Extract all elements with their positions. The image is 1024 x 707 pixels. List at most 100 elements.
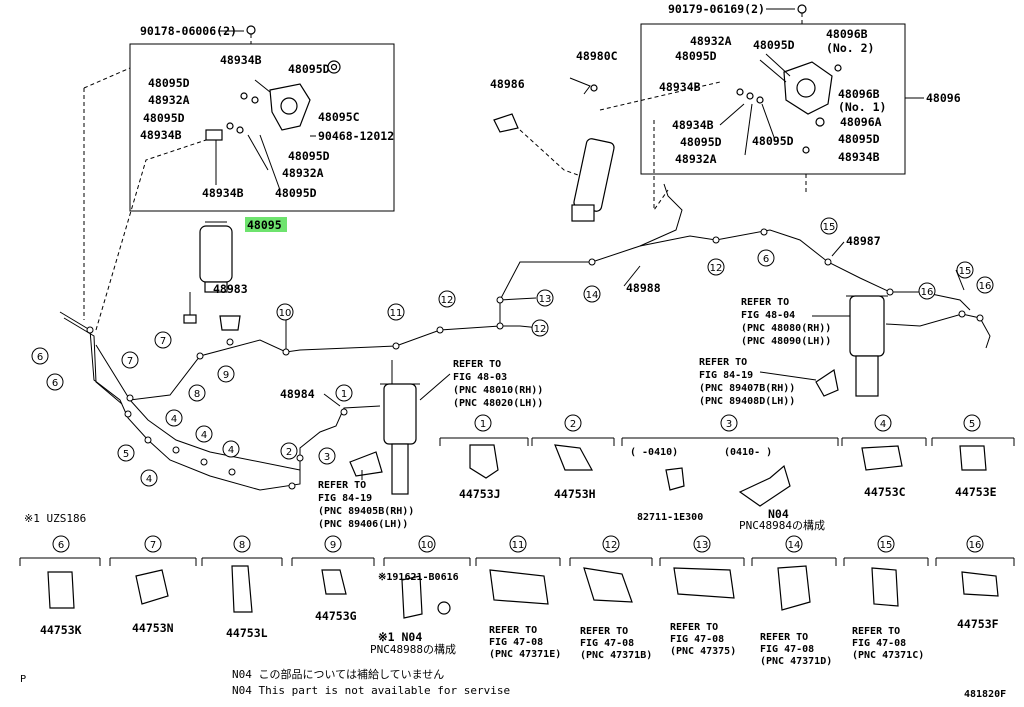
- label-48932a-r2: 48932A: [675, 152, 717, 166]
- label-48096a: 48096A: [840, 115, 882, 129]
- n04-note-48984: PNC48984の構成: [739, 519, 825, 532]
- label-48095-assembly[interactable]: 48095: [247, 218, 282, 232]
- svg-text:(PNC 89407B(RH)): (PNC 89407B(RH)): [699, 383, 795, 394]
- footer-note-ja: N04 この部品については補給していません: [232, 667, 444, 681]
- part-44753g[interactable]: 44753G: [315, 609, 357, 623]
- part-44753l[interactable]: 44753L: [226, 626, 268, 640]
- label-48934b-r2: 48934B: [672, 118, 714, 132]
- svg-text:(PNC 89405B(RH)): (PNC 89405B(RH)): [318, 506, 414, 517]
- part-44753h[interactable]: 44753H: [554, 487, 596, 501]
- svg-text:REFER TO: REFER TO: [741, 297, 789, 308]
- svg-text:6: 6: [37, 352, 43, 363]
- label-48934b-r3: 48934B: [838, 150, 880, 164]
- label-48096-assembly[interactable]: 48096: [926, 91, 961, 105]
- svg-text:3: 3: [726, 419, 732, 430]
- label-48983: 48983: [213, 282, 248, 296]
- svg-text:FIG 47-08: FIG 47-08: [760, 644, 814, 655]
- front-left-air-spring: [183, 221, 233, 324]
- label-48095d-r4: 48095D: [680, 135, 722, 149]
- svg-text:REFER TO: REFER TO: [760, 632, 808, 643]
- part-82711-1e300[interactable]: 82711-1E300: [637, 512, 703, 523]
- svg-text:15: 15: [880, 540, 893, 551]
- svg-text:(PNC 89406(LH)): (PNC 89406(LH)): [318, 519, 408, 530]
- label-48932a-2: 48932A: [282, 166, 324, 180]
- part-44753f[interactable]: 44753F: [957, 617, 999, 631]
- clip-dots: [86, 228, 984, 490]
- svg-text:15: 15: [959, 266, 972, 277]
- svg-text:(PNC 47371B): (PNC 47371B): [580, 650, 652, 661]
- part-44753k[interactable]: 44753K: [40, 623, 82, 637]
- figure-code: 481820F: [964, 689, 1006, 700]
- svg-text:13: 13: [539, 294, 552, 305]
- svg-text:REFER TO: REFER TO: [852, 626, 900, 637]
- label-90468-12012: 90468-12012: [318, 129, 394, 143]
- label-48095d-4: 48095D: [288, 149, 330, 163]
- svg-text:14: 14: [788, 540, 801, 551]
- part-44753j[interactable]: 44753J: [459, 487, 501, 501]
- rear-right-shock: [846, 295, 888, 397]
- svg-text:FIG 48-03: FIG 48-03: [453, 372, 507, 383]
- svg-text:9: 9: [330, 540, 336, 551]
- svg-text:(PNC 47371E): (PNC 47371E): [489, 649, 561, 660]
- label-48932a-r1: 48932A: [690, 34, 732, 48]
- refer-note-48-04: REFER TO FIG 48-04 (PNC 48080(RH)) (PNC …: [741, 297, 850, 347]
- refer-note-84-19-r: REFER TO FIG 84-19 (PNC 89407B(RH)) (PNC…: [699, 357, 817, 407]
- n04-note-48988: PNC48988の構成: [370, 643, 456, 656]
- label-48934b-2: 48934B: [140, 128, 182, 142]
- svg-text:13: 13: [696, 540, 709, 551]
- svg-text:16: 16: [921, 287, 934, 298]
- diagram-callouts: 6 6 7 7 8 9 10 11 12 12 13 14 12 6 15 16…: [31, 217, 994, 487]
- svg-text:5: 5: [969, 419, 975, 430]
- svg-text:3: 3: [324, 452, 330, 463]
- svg-text:REFER TO: REFER TO: [489, 625, 537, 636]
- svg-text:6: 6: [52, 378, 58, 389]
- assembly-highlight: [245, 217, 287, 232]
- svg-text:(PNC 48020(LH)): (PNC 48020(LH)): [453, 398, 543, 409]
- label-48095d-2: 48095D: [143, 111, 185, 125]
- label-90179-06169: 90179-06169(2): [668, 2, 765, 16]
- svg-text:12: 12: [534, 324, 547, 335]
- svg-text:(PNC 47371D): (PNC 47371D): [760, 656, 832, 667]
- part-44753e[interactable]: 44753E: [955, 485, 997, 499]
- label-48095d-3: 48095D: [288, 62, 330, 76]
- svg-text:6: 6: [58, 540, 64, 551]
- right-detail-box: 90179-06169(2) 48932A 48095D 48095D 4809…: [640, 2, 961, 175]
- svg-text:11: 11: [390, 308, 403, 319]
- svg-text:8: 8: [239, 540, 245, 551]
- model-footnote: ※1 UZS186: [24, 512, 86, 525]
- svg-text:(PNC 48080(RH)): (PNC 48080(RH)): [741, 323, 831, 334]
- label-48988: 48988: [626, 281, 661, 295]
- svg-text:FIG 47-08: FIG 47-08: [852, 638, 906, 649]
- svg-text:FIG 84-19: FIG 84-19: [318, 493, 372, 504]
- rear-left-air-spring: [571, 138, 615, 222]
- svg-text:(PNC 47375): (PNC 47375): [670, 646, 736, 657]
- svg-text:REFER TO: REFER TO: [318, 480, 366, 491]
- label-48987: 48987: [846, 234, 881, 248]
- svg-text:8: 8: [194, 389, 200, 400]
- svg-text:FIG 47-08: FIG 47-08: [580, 638, 634, 649]
- refer-note-48-03: REFER TO FIG 48-03 (PNC 48010(RH)) (PNC …: [419, 359, 543, 409]
- front-right-shock: [380, 360, 420, 495]
- svg-text:11: 11: [512, 540, 525, 551]
- svg-text:4: 4: [228, 445, 234, 456]
- n04-mark-10: ※1 N04: [378, 630, 422, 644]
- footer-note-en: N04 This part is not available for servi…: [232, 684, 510, 697]
- range-after-0410: (0410- ): [724, 447, 772, 458]
- label-48932a-1: 48932A: [148, 93, 190, 107]
- clamp-row-2: 6 7 8 9 10 11 12 13 14 15 16 44753K 4475…: [19, 535, 1015, 667]
- svg-text:4: 4: [171, 414, 177, 425]
- svg-text:1: 1: [341, 389, 347, 400]
- part-191621-b0616[interactable]: ※191621-B0616: [378, 572, 459, 583]
- range-before-0410: ( -0410): [630, 447, 678, 458]
- part-44753c[interactable]: 44753C: [864, 485, 906, 499]
- part-44753n[interactable]: 44753N: [132, 621, 174, 635]
- svg-text:12: 12: [441, 295, 454, 306]
- label-48095d-r2: 48095D: [753, 38, 795, 52]
- label-48095c: 48095C: [318, 110, 360, 124]
- ref-47371c: REFER TO FIG 47-08 (PNC 47371C): [852, 626, 924, 661]
- label-48984: 48984: [280, 387, 315, 401]
- svg-text:REFER TO: REFER TO: [699, 357, 747, 368]
- svg-text:4: 4: [146, 474, 152, 485]
- svg-text:15: 15: [823, 222, 836, 233]
